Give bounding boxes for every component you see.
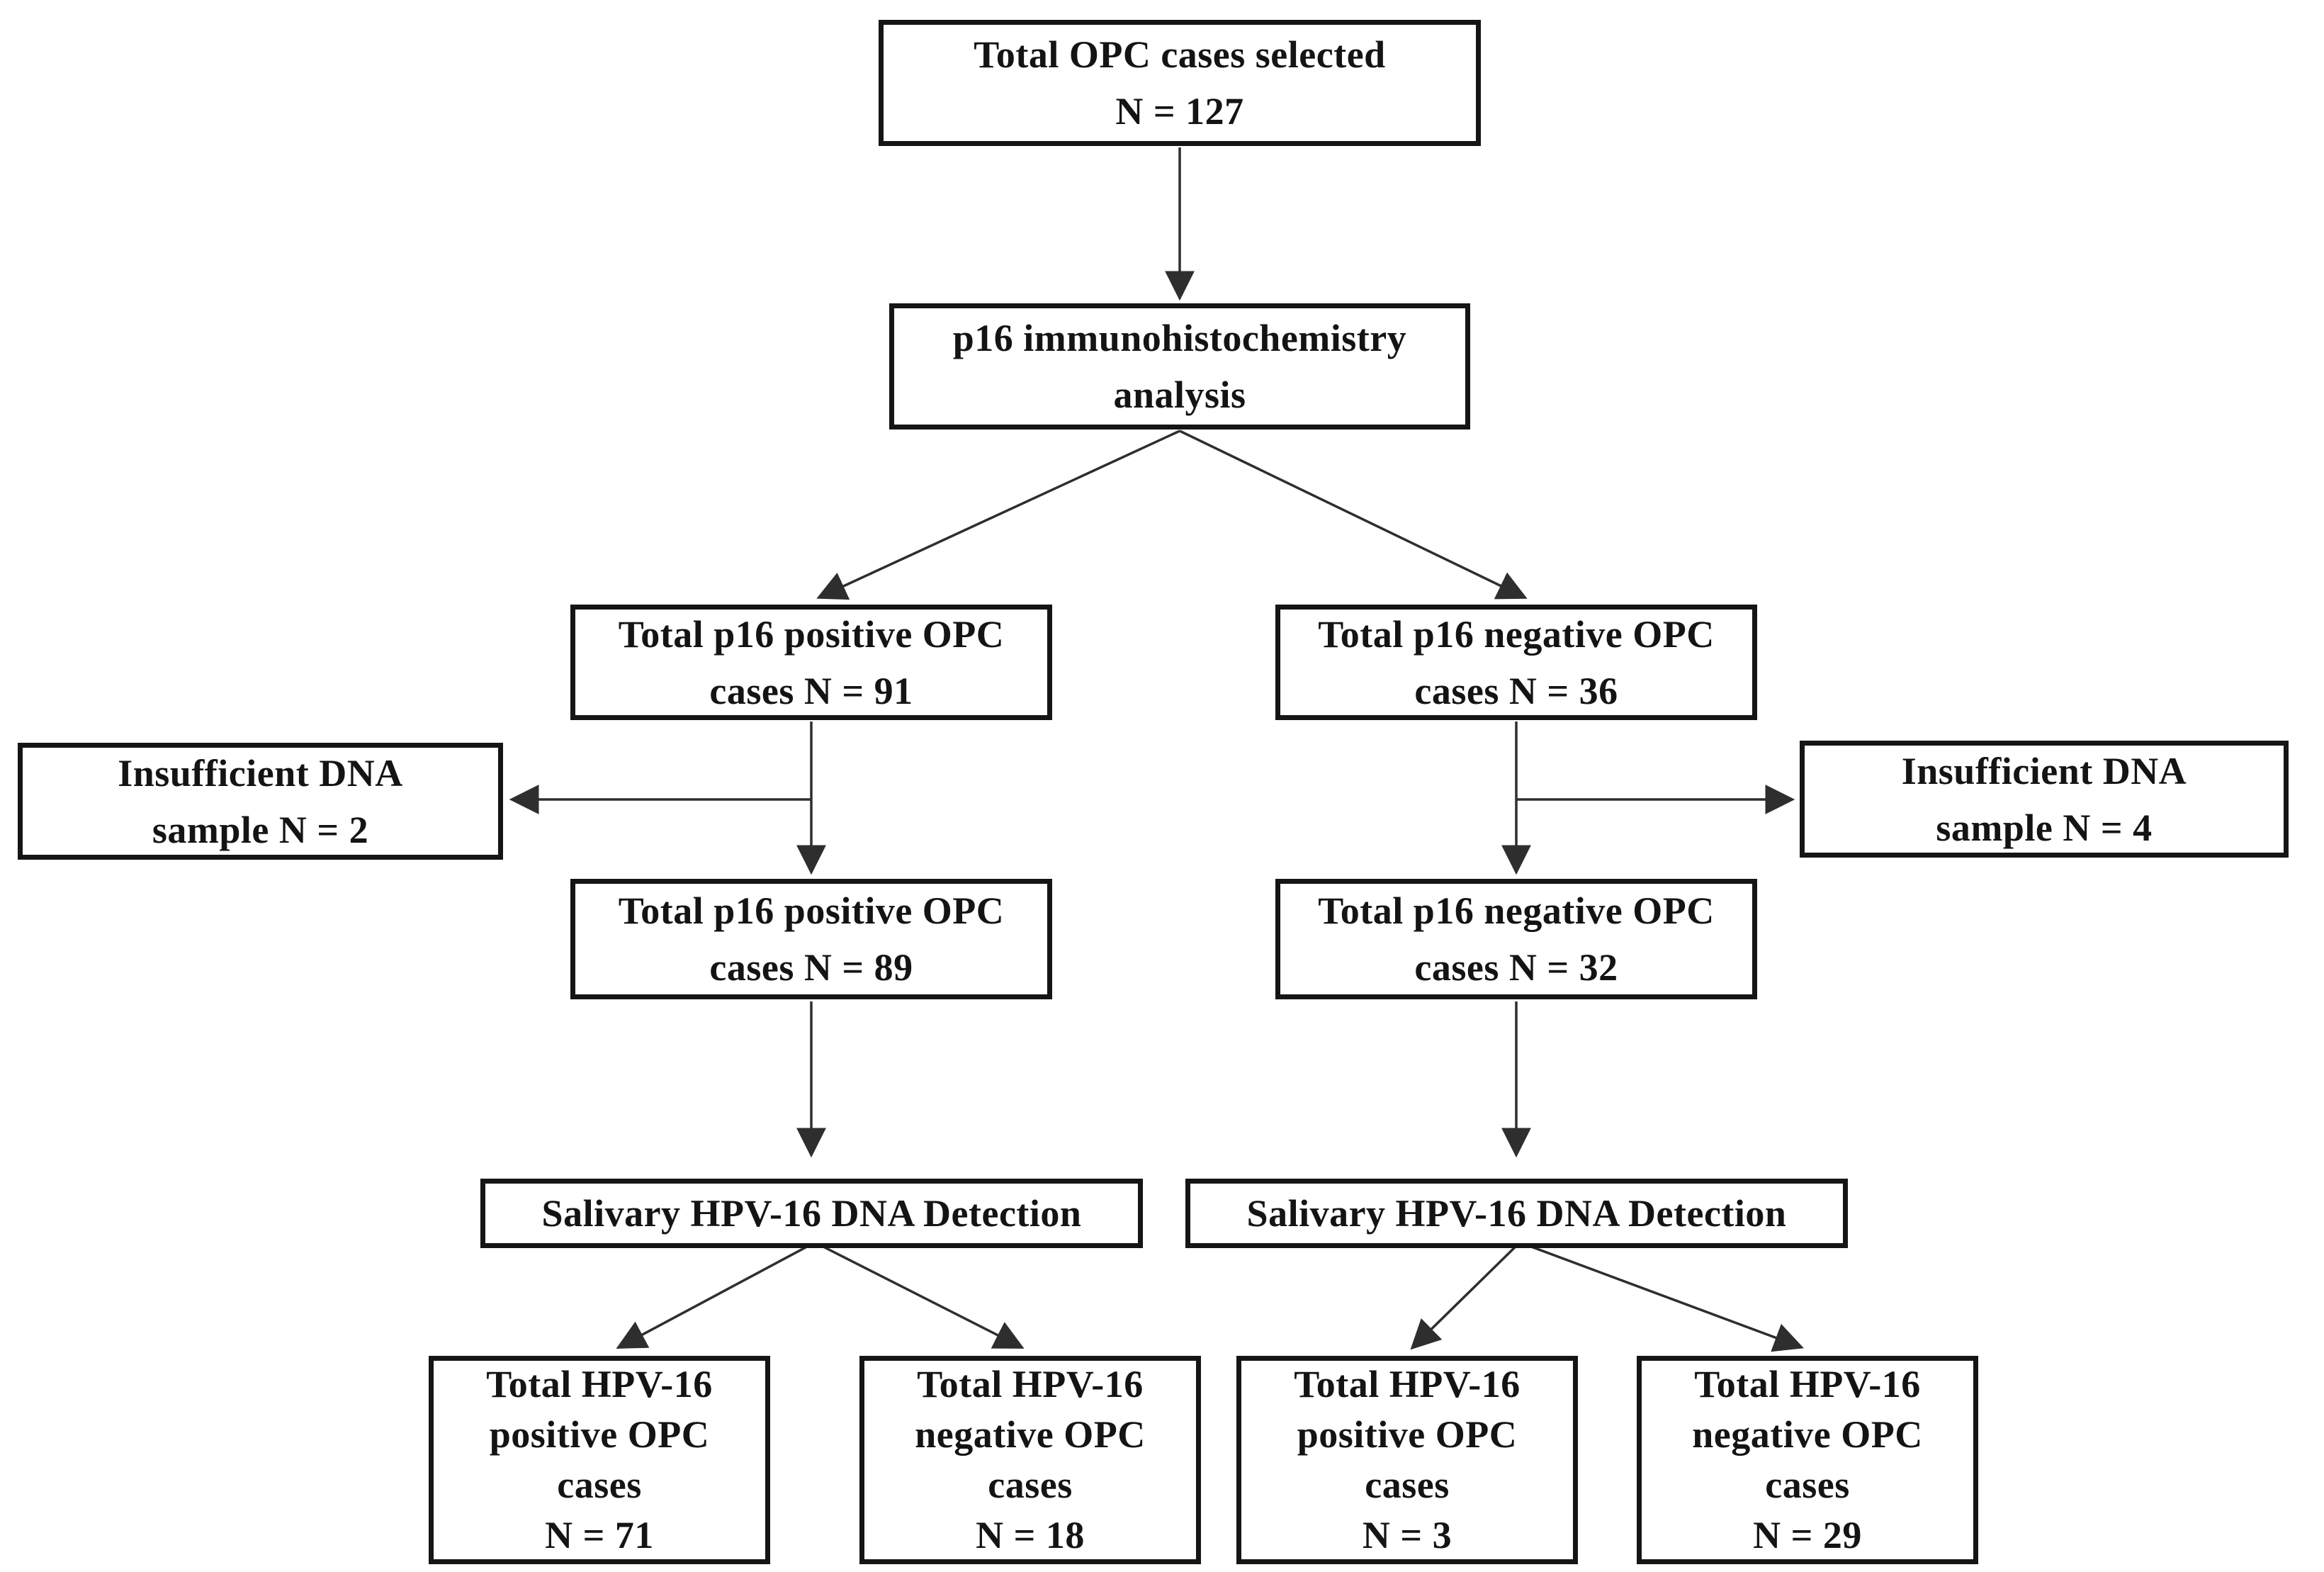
node-line: Total HPV-16 <box>486 1363 713 1405</box>
node-line: N = 127 <box>1115 90 1244 133</box>
node-line: negative OPC <box>915 1413 1146 1456</box>
node-line: cases <box>557 1464 642 1506</box>
node-p16-positive-n89: Total p16 positive OPC cases N = 89 <box>570 879 1052 999</box>
node-line: cases N = 32 <box>1414 946 1618 989</box>
arrow-p16-to-positive <box>816 430 1180 600</box>
node-line: positive OPC <box>1297 1413 1518 1456</box>
node-hpv16-positive-n71: Total HPV-16 positive OPC cases N = 71 <box>429 1356 770 1564</box>
node-p16-negative-n32: Total p16 negative OPC cases N = 32 <box>1275 879 1757 999</box>
node-hpv16-negative-n29: Total HPV-16 negative OPC cases N = 29 <box>1637 1356 1978 1564</box>
node-line: Total p16 positive OPC <box>618 612 1005 656</box>
node-line: Total p16 negative OPC <box>1318 612 1715 656</box>
node-line: cases N = 91 <box>709 669 913 712</box>
node-line: N = 18 <box>976 1514 1085 1556</box>
node-total-opc-selected: Total OPC cases selected N = 127 <box>879 20 1481 146</box>
node-line: cases N = 36 <box>1414 669 1618 712</box>
node-line: Total OPC cases selected <box>974 33 1386 76</box>
node-line: Total HPV-16 <box>917 1363 1144 1405</box>
node-line: cases N = 89 <box>709 946 913 989</box>
arrow-p16-to-negative <box>1179 430 1528 600</box>
node-p16-immunohistochemistry: p16 immunohistochemistry analysis <box>889 303 1470 430</box>
node-line: N = 29 <box>1753 1514 1862 1556</box>
node-hpv16-negative-n18: Total HPV-16 negative OPC cases N = 18 <box>859 1356 1201 1564</box>
node-line: sample N = 2 <box>152 808 369 851</box>
node-line: negative OPC <box>1692 1413 1923 1456</box>
node-hpv16-positive-n3: Total HPV-16 positive OPC cases N = 3 <box>1236 1356 1578 1564</box>
node-line: cases <box>988 1464 1073 1506</box>
node-line: cases <box>1765 1464 1850 1506</box>
node-line: positive OPC <box>489 1413 710 1456</box>
node-line: sample N = 4 <box>1936 806 2153 849</box>
node-insufficient-dna-n4: Insufficient DNA sample N = 4 <box>1800 741 2289 858</box>
node-salivary-hpv16-detection-left: Salivary HPV-16 DNA Detection <box>480 1179 1143 1248</box>
node-line: Total p16 positive OPC <box>618 889 1005 932</box>
node-line: Total HPV-16 <box>1694 1363 1921 1405</box>
arrow-salivary-right-to-hpv3 <box>1410 1241 1521 1350</box>
arrow-salivary-left-to-hpv18 <box>814 1241 1025 1349</box>
node-line: N = 3 <box>1362 1514 1452 1556</box>
node-insufficient-dna-n2: Insufficient DNA sample N = 2 <box>18 743 503 860</box>
node-p16-positive-n91: Total p16 positive OPC cases N = 91 <box>570 605 1052 720</box>
node-line: N = 71 <box>545 1514 654 1556</box>
node-line: p16 immunohistochemistry <box>952 317 1407 359</box>
node-line: Insufficient DNA <box>118 751 403 795</box>
node-line: Total HPV-16 <box>1294 1363 1521 1405</box>
node-line: Total p16 negative OPC <box>1318 889 1715 932</box>
node-line: Salivary HPV-16 DNA Detection <box>541 1192 1082 1235</box>
arrow-salivary-left-to-hpv71 <box>616 1241 816 1349</box>
node-p16-negative-n36: Total p16 negative OPC cases N = 36 <box>1275 605 1757 720</box>
node-line: analysis <box>1113 374 1246 416</box>
arrow-salivary-right-to-hpv29 <box>1519 1241 1804 1352</box>
node-line: cases <box>1365 1464 1450 1506</box>
node-salivary-hpv16-detection-right: Salivary HPV-16 DNA Detection <box>1185 1179 1848 1248</box>
node-line: Insufficient DNA <box>1901 749 2187 792</box>
node-line: Salivary HPV-16 DNA Detection <box>1246 1192 1787 1235</box>
